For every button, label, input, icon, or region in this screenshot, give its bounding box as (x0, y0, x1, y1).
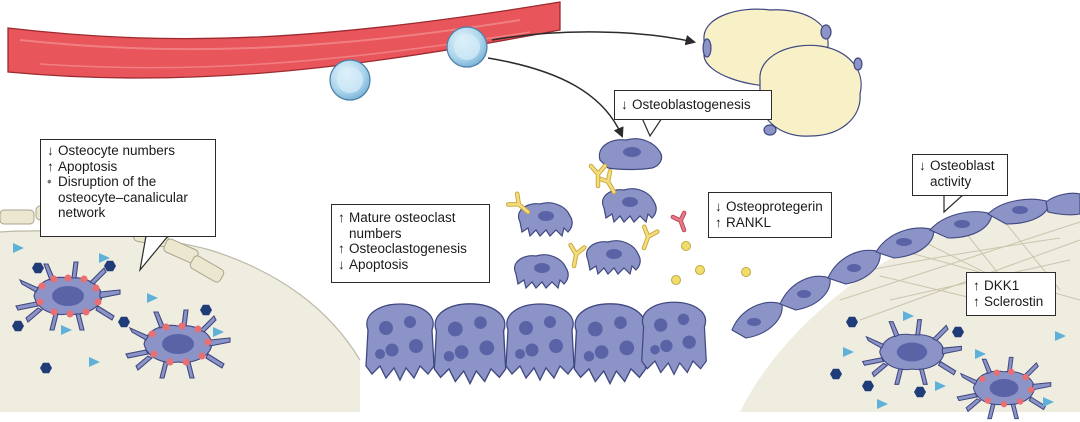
osteoblast-activity-callout: ↓ Osteoblast activity (912, 154, 1008, 196)
arrow-to-adipocytes (491, 31, 697, 46)
change-arrow: ↓ (621, 97, 628, 112)
osteoblast-lining (731, 192, 1080, 339)
osteoclast-callout: ↑ Mature osteoclast numbers ↑ Osteoclastog… (331, 204, 490, 283)
osteocyte-callout-line: Apoptosis (58, 158, 118, 174)
rankl-molecule (670, 210, 687, 233)
osteocyte-callout-line: osteocyte–canalicular (58, 189, 188, 205)
stem-cell (446, 26, 488, 68)
bullet-point: • (47, 174, 52, 189)
inhibitors-callout: ↑DKK1 ↑Sclerostin (966, 272, 1056, 316)
change-arrow: ↑ (973, 293, 980, 309)
osteocyte-callout-line: Osteocyte numbers (58, 143, 176, 158)
stem-cell (329, 59, 371, 101)
change-arrow: ↓ (47, 143, 54, 158)
pre-osteoclast (601, 188, 657, 223)
rankl-label: RANKL (726, 214, 772, 230)
adipocyte-cluster (702, 8, 863, 137)
mature-osteoclast (573, 303, 647, 385)
osteoclast-callout-line: Apoptosis (349, 256, 409, 272)
mature-osteoclast (505, 303, 575, 381)
osteocyte-callout-line: network (58, 205, 106, 220)
arrow-to-osteoblast (487, 57, 624, 138)
mature-osteoclast (641, 301, 707, 376)
osteoblast-activity-line: Osteoblast (930, 158, 995, 173)
rank-receptor (567, 245, 584, 267)
pre-osteoclast (585, 240, 641, 275)
callout-pointers (139, 117, 966, 273)
pre-osteoclast (517, 202, 573, 237)
change-arrow: ↓ (919, 158, 926, 173)
change-arrow: ↑ (338, 210, 345, 225)
pre-osteoclast (513, 254, 569, 289)
osteocyte-callout: ↓ Osteocyte numbers ↑Apoptosis • Disruptio… (40, 139, 216, 237)
rank-receptor (591, 166, 605, 186)
change-arrow: ↑ (338, 241, 345, 256)
change-arrow: ↓ (715, 199, 722, 214)
osteoclast-callout-line: Mature osteoclast (349, 210, 456, 225)
osteocyte-callout-line: Disruption of the (58, 174, 157, 189)
osteocyte (15, 261, 121, 331)
dkk1-label: DKK1 (984, 278, 1020, 293)
opg-rankl-callout: ↓ Osteoprotegerin ↑RANKL (708, 192, 832, 238)
opg-label: Osteoprotegerin (726, 199, 823, 214)
osteoblastogenesis-label: Osteoblastogenesis (632, 97, 751, 112)
change-arrow: ↑ (973, 278, 980, 293)
osteoprotegerin-dots (671, 241, 751, 285)
sclerostin-label: Sclerostin (984, 293, 1044, 309)
mature-osteoclast (365, 303, 435, 381)
osteoblast-activity-line: activity (930, 173, 972, 189)
rank-receptor (637, 227, 657, 251)
mature-osteoclast (433, 303, 507, 385)
osteocyte (956, 356, 1052, 420)
change-arrow: ↓ (338, 256, 345, 272)
osteocyte (125, 309, 231, 379)
change-arrow: ↑ (715, 214, 722, 230)
osteoclast-callout-line: numbers (349, 225, 402, 241)
osteoclast-callout-line: Osteoclastogenesis (349, 241, 467, 256)
osteoblast-precursor (598, 138, 663, 171)
osteoblastogenesis-callout: ↓ Osteoblastogenesis (614, 90, 772, 120)
change-arrow: ↑ (47, 158, 54, 174)
